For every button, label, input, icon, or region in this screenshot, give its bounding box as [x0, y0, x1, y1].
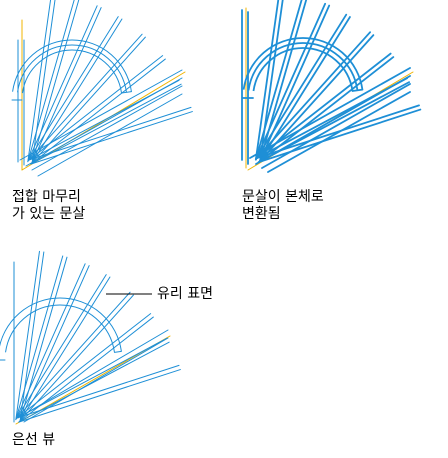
arch-muntin-line — [247, 42, 359, 91]
caption-converted: 문살이 본체로 변환됨 — [242, 189, 324, 223]
muntin-line — [259, 4, 331, 162]
muntin-line — [15, 250, 40, 421]
glass-surface-label: 유리 표면 — [157, 286, 213, 302]
muntin-line — [259, 0, 284, 162]
caption-line: 가 있는 문살 — [12, 206, 86, 222]
muntin-line — [31, 0, 80, 164]
converted-muntin-figure — [228, 0, 422, 180]
muntin-line — [27, 33, 143, 162]
hidden-line-figure — [0, 250, 190, 430]
muntin-line — [28, 79, 180, 161]
caption-line: 접합 마무리 — [12, 189, 81, 205]
arch-muntin-line — [5, 304, 115, 353]
fan-window-drawing — [241, 0, 422, 173]
muntin-line — [31, 18, 123, 164]
muntin-line — [19, 294, 134, 422]
muntin-line — [15, 291, 131, 420]
caption-line: 은선 뷰 — [12, 432, 56, 448]
muntin-line — [30, 111, 193, 165]
muntin-line — [19, 276, 111, 422]
muntin-line — [258, 16, 351, 163]
muntin-line — [28, 106, 192, 161]
arch-muntin-line — [252, 47, 354, 92]
muntin-line — [19, 256, 68, 422]
muntin-line — [254, 0, 280, 161]
arch-muntin-line — [21, 49, 123, 94]
muntin-line — [31, 0, 56, 163]
arch-muntin-line — [12, 39, 132, 92]
arch-cap-line — [113, 350, 122, 353]
muntin-line — [27, 0, 52, 163]
muntin-line — [19, 265, 90, 422]
muntin-line — [30, 83, 182, 165]
sill-line — [37, 93, 183, 177]
caption-hidden-line: 은선 뷰 — [12, 432, 55, 449]
arch-muntin-line — [242, 37, 364, 90]
muntin-line — [259, 0, 308, 162]
arch-muntin-line — [17, 44, 127, 93]
caption-line: 문살이 본체로 — [242, 189, 324, 205]
muntin-line — [16, 313, 152, 419]
arch-cap-line — [351, 88, 364, 92]
muntin-line — [258, 34, 375, 163]
muntin-line — [16, 364, 180, 419]
muntin-line — [15, 274, 107, 420]
muntin-line — [30, 58, 166, 165]
arch-cap-line — [121, 91, 132, 94]
muntin-line — [31, 7, 102, 164]
muntin-line — [18, 316, 154, 423]
muntin-line — [18, 341, 170, 423]
muntin-line — [18, 369, 181, 423]
fan-window-drawing — [0, 250, 181, 425]
mitered-muntin-figure — [0, 0, 193, 180]
muntin-line — [258, 81, 411, 163]
muntin-line — [258, 56, 395, 163]
muntin-line — [15, 255, 64, 420]
caption-line: 변환됨 — [242, 206, 281, 222]
arch-muntin-line — [0, 297, 122, 352]
muntin-line — [28, 55, 164, 161]
muntin-line — [19, 251, 45, 421]
fan-window-drawing — [11, 0, 193, 177]
sill-line — [19, 69, 183, 161]
caption-mitered: 접합 마무리 가 있는 문살 — [12, 189, 85, 223]
muntin-line — [257, 108, 422, 163]
muntin-line — [16, 337, 168, 419]
muntin-line — [31, 36, 146, 164]
sill-line — [261, 83, 411, 169]
